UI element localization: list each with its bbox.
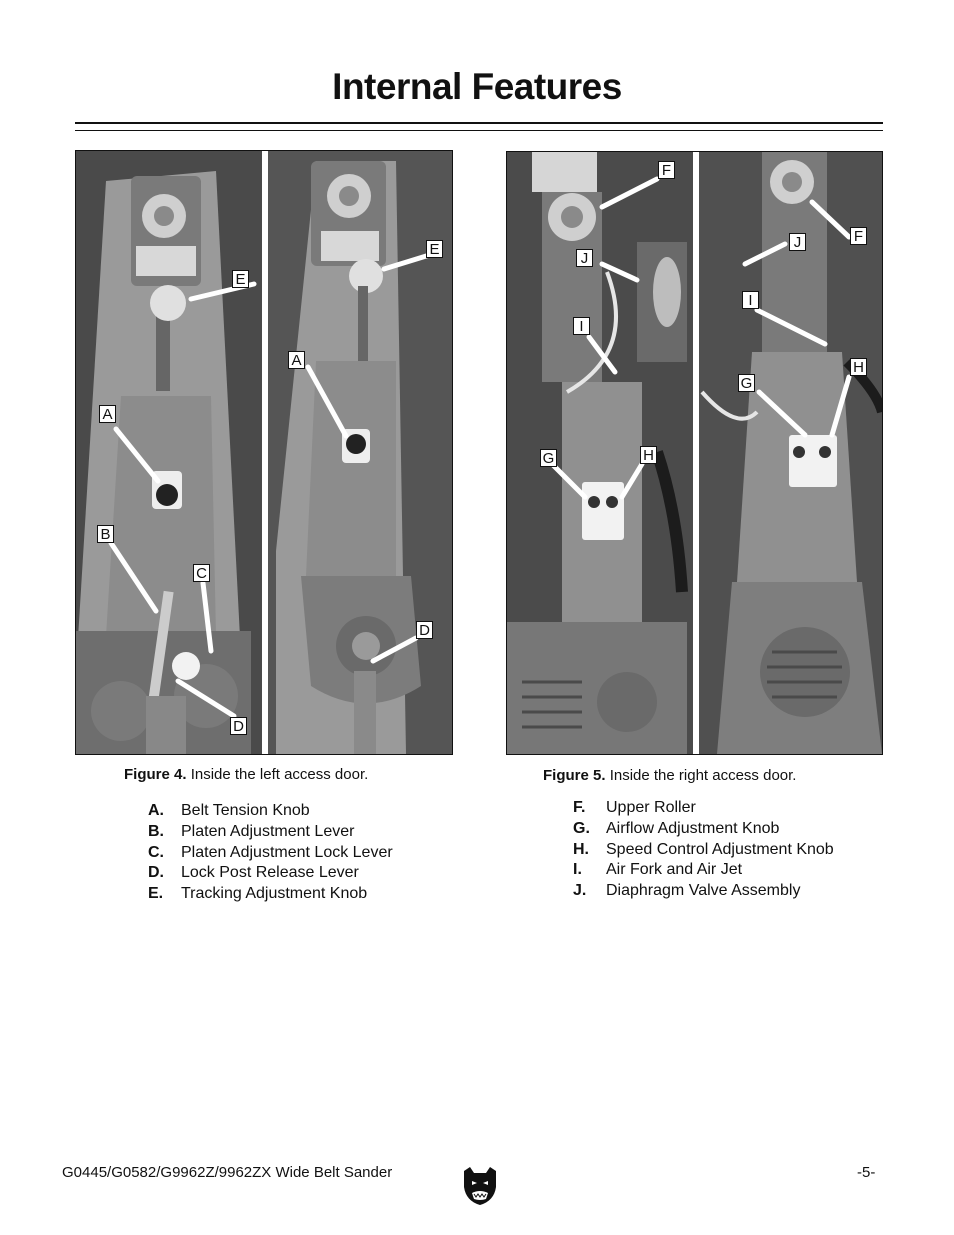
legend-key: B. bbox=[148, 822, 164, 840]
legend-text: Lock Post Release Lever bbox=[181, 864, 359, 882]
legend-text: Diaphragm Valve Assembly bbox=[606, 882, 801, 900]
legend-text: Platen Adjustment Lever bbox=[181, 822, 355, 840]
page-title: Internal Features bbox=[332, 66, 622, 107]
legend-item: E. Tracking Adjustment Knob bbox=[148, 884, 393, 905]
legend-key: G. bbox=[573, 819, 590, 837]
legend-key: F. bbox=[573, 799, 586, 816]
figure-5-callout-f: F bbox=[658, 161, 675, 179]
figure-5-callout-j: J bbox=[576, 249, 593, 267]
legend-item: G. Airflow Adjustment Knob bbox=[573, 819, 834, 840]
figure-4-callout-a: A bbox=[288, 351, 305, 369]
legend-text: Airflow Adjustment Knob bbox=[606, 819, 780, 837]
figure-4-callout-e: E bbox=[426, 240, 443, 258]
legend-item: A. Belt Tension Knob bbox=[148, 801, 393, 822]
figure-5-photo: F J I G H J F I G H bbox=[506, 151, 883, 755]
legend-key: I. bbox=[573, 861, 582, 879]
figure-4-label: Figure 4. bbox=[124, 766, 187, 783]
legend-item: B. Platen Adjustment Lever bbox=[148, 822, 393, 843]
legend-key: H. bbox=[573, 840, 589, 858]
legend-key: D. bbox=[148, 864, 164, 882]
figure-4-photo: E E A A B C D D bbox=[75, 150, 453, 755]
figure-4-callout-d: D bbox=[230, 717, 247, 735]
legend-text: Belt Tension Knob bbox=[181, 802, 310, 819]
figure-4-caption-text: Inside the left access door. bbox=[190, 766, 369, 783]
legend-text: Upper Roller bbox=[606, 799, 696, 816]
legend-item: D. Lock Post Release Lever bbox=[148, 863, 393, 884]
legend-text: Air Fork and Air Jet bbox=[606, 861, 743, 879]
legend-item: F. Upper Roller bbox=[573, 798, 834, 819]
title-rule-bottom bbox=[75, 130, 883, 131]
figure-4-callout-b: B bbox=[97, 525, 114, 543]
figure-5-callout-g: G bbox=[540, 449, 557, 467]
legend-item: H. Speed Control Adjustment Knob bbox=[573, 840, 834, 861]
legend-text: Platen Adjustment Lock Lever bbox=[181, 843, 393, 861]
figure-4-caption: Figure 4. Inside the left access door. bbox=[124, 766, 368, 783]
legend-item: I. Air Fork and Air Jet bbox=[573, 860, 834, 881]
figure-5-callout-i: I bbox=[573, 317, 590, 335]
legend-key: J. bbox=[573, 882, 587, 900]
figure-4-illustration bbox=[76, 151, 452, 754]
page-number: -5- bbox=[857, 1164, 876, 1181]
figure-5-illustration bbox=[507, 152, 882, 754]
figure-5-legend: F. Upper Roller G. Airflow Adjustment Knob… bbox=[573, 798, 834, 902]
legend-item: J. Diaphragm Valve Assembly bbox=[573, 881, 834, 902]
figure-5-callout-i: I bbox=[742, 291, 759, 309]
figure-5-callout-j: J bbox=[789, 233, 806, 251]
legend-key: A. bbox=[148, 802, 164, 819]
figure-4-callout-d: D bbox=[416, 621, 433, 639]
figure-5-callout-g: G bbox=[738, 374, 755, 392]
grizzly-bear-logo-icon bbox=[458, 1163, 502, 1207]
legend-key: C. bbox=[148, 843, 164, 861]
figure-4-callout-c: C bbox=[193, 564, 210, 582]
legend-text: Speed Control Adjustment Knob bbox=[606, 840, 834, 858]
figure-4-callout-a: A bbox=[99, 405, 116, 423]
figure-5-caption: Figure 5. Inside the right access door. bbox=[543, 767, 796, 784]
figure-5-callout-h: H bbox=[850, 358, 867, 376]
legend-text: Tracking Adjustment Knob bbox=[181, 885, 368, 903]
figure-5-label: Figure 5. bbox=[543, 767, 606, 784]
legend-item: C. Platen Adjustment Lock Lever bbox=[148, 843, 393, 864]
title-rule-top bbox=[75, 122, 883, 124]
footer-model: G0445/G0582/G9962Z/9962ZX Wide Belt Sand… bbox=[62, 1164, 393, 1181]
figure-4-legend: A. Belt Tension Knob B. Platen Adjustment … bbox=[148, 801, 393, 905]
figure-4-callout-e: E bbox=[232, 270, 249, 288]
figure-5-callout-f: F bbox=[850, 227, 867, 245]
figure-5-callout-h: H bbox=[640, 446, 657, 464]
legend-key: E. bbox=[148, 885, 164, 903]
figure-5-caption-text: Inside the right access door. bbox=[609, 767, 797, 784]
